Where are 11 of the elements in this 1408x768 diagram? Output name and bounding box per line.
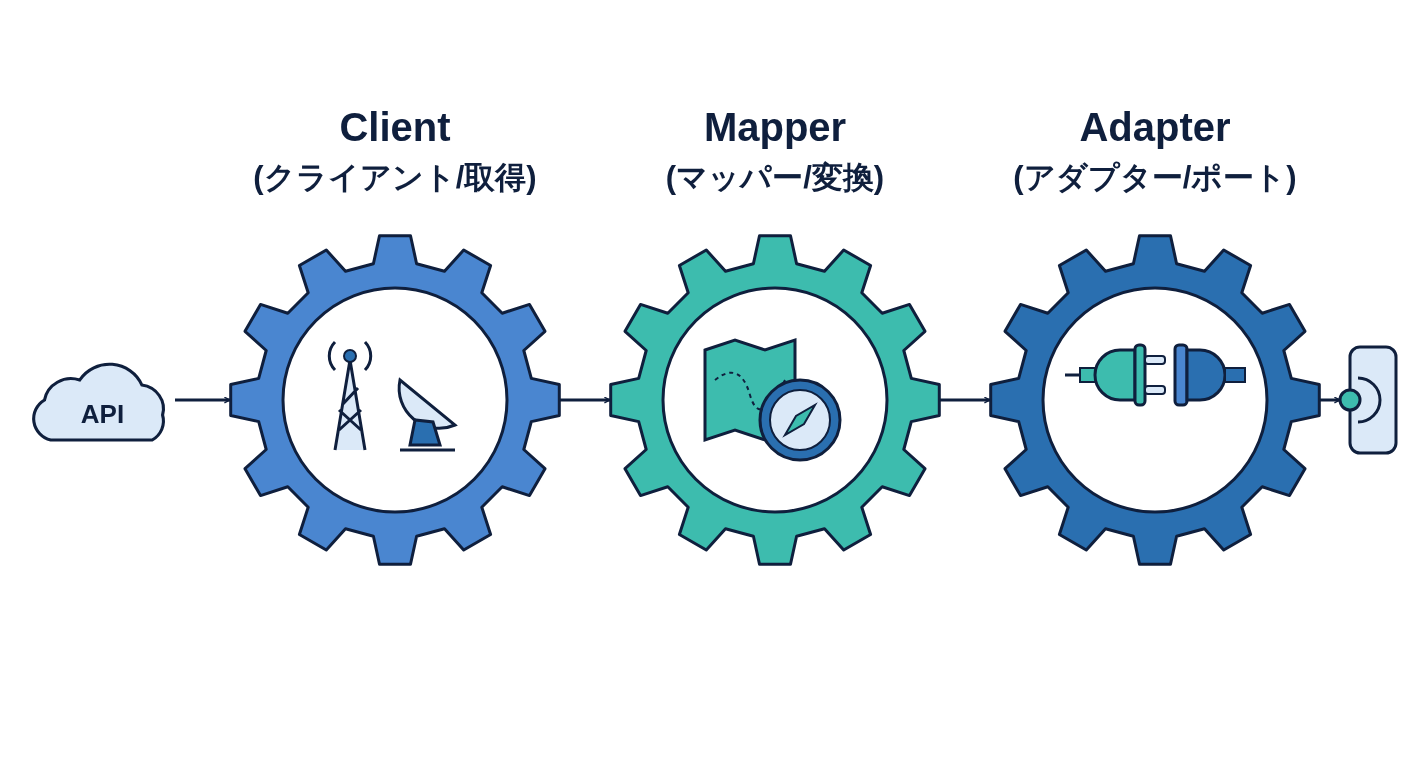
gear-title: Client	[338, 105, 452, 150]
gear-title: Adapter	[1078, 105, 1232, 150]
gear-title: Mapper	[702, 105, 848, 150]
arrow	[560, 396, 611, 404]
arrow	[1320, 396, 1341, 404]
cloud-label: API	[79, 399, 126, 430]
gear-subtitle: (アダプター/ポート)	[1012, 159, 1298, 197]
arrow	[940, 396, 991, 404]
gear-subtitle: (クライアント/取得)	[252, 159, 538, 197]
arrow	[175, 396, 231, 404]
gear-subtitle: (マッパー/変換)	[664, 159, 886, 197]
